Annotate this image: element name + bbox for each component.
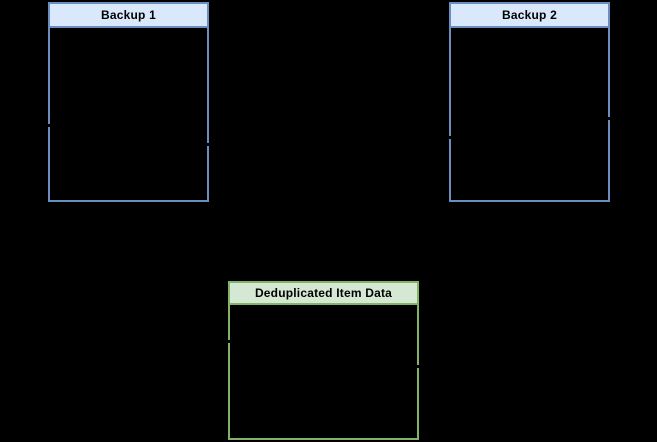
- node-backup-2-header: Backup 2: [451, 4, 608, 28]
- node-backup-1: Backup 1: [48, 2, 209, 202]
- node-deduplicated-item-data-body: [230, 305, 417, 438]
- connector-stub-backup1-left: [45, 124, 52, 127]
- node-backup-1-body: [50, 28, 207, 200]
- connector-stub-backup2-right: [605, 117, 612, 120]
- connector-stub-dedup-left: [225, 340, 232, 343]
- node-backup-2: Backup 2: [449, 2, 610, 202]
- node-backup-1-header: Backup 1: [50, 4, 207, 28]
- connector-stub-dedup-right: [415, 365, 422, 368]
- connector-stub-backup1-right: [204, 143, 211, 146]
- node-deduplicated-item-data-header: Deduplicated Item Data: [230, 283, 417, 305]
- node-deduplicated-item-data: Deduplicated Item Data: [228, 281, 419, 440]
- connector-stub-backup2-left: [446, 136, 453, 139]
- node-backup-2-body: [451, 28, 608, 200]
- node-backup-2-title: Backup 2: [502, 8, 557, 22]
- node-deduplicated-item-data-title: Deduplicated Item Data: [254, 286, 393, 300]
- node-backup-1-title: Backup 1: [101, 8, 156, 22]
